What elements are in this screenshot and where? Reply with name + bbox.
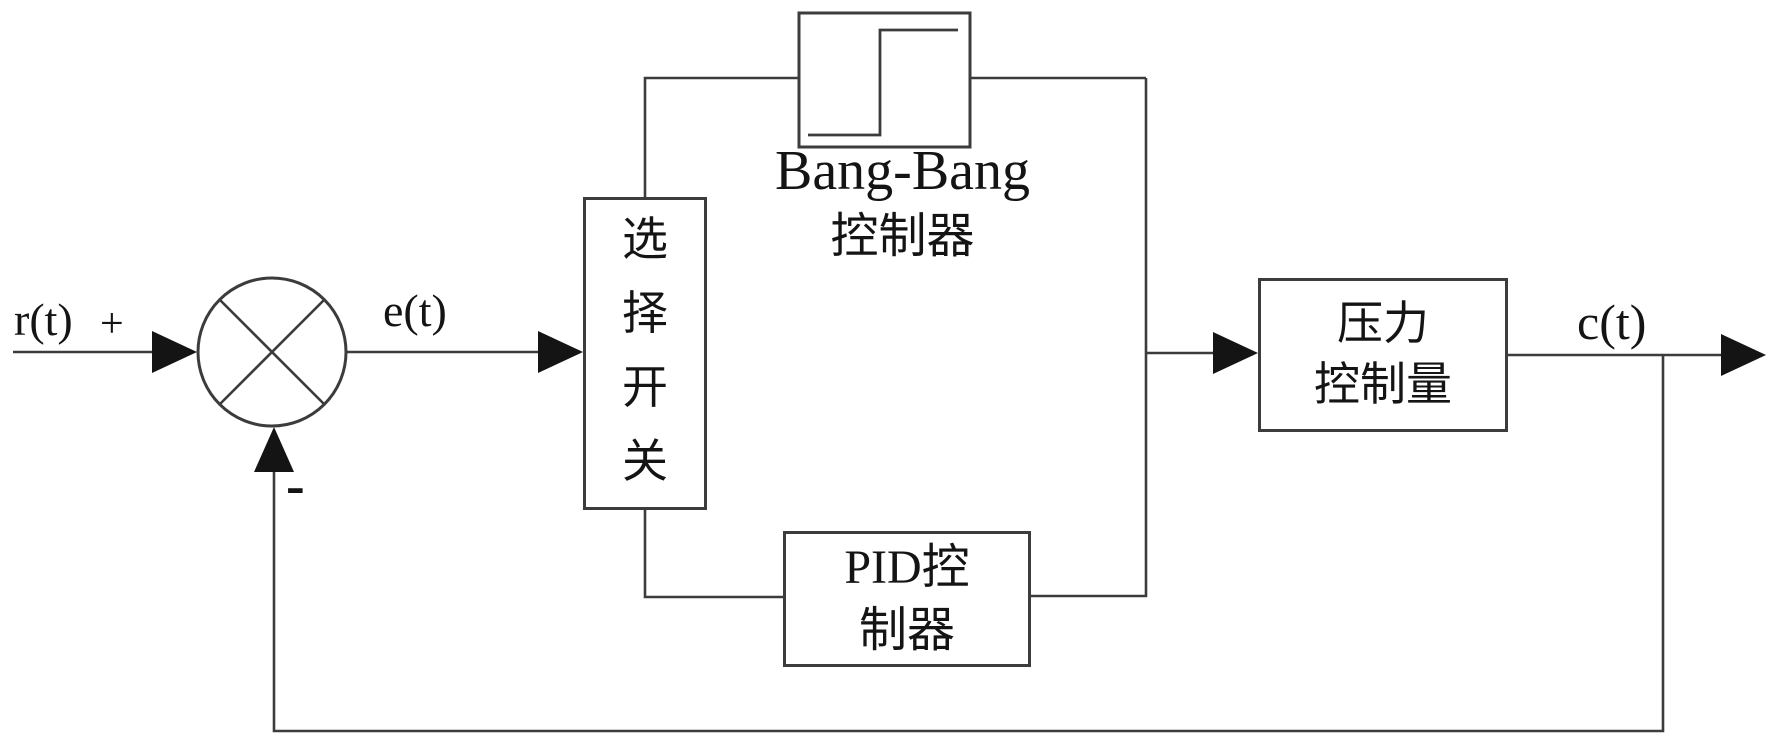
step-function-icon bbox=[808, 28, 958, 137]
summing-plus-sign: + bbox=[100, 301, 124, 347]
error-arrow-icon bbox=[538, 331, 583, 373]
selector-switch-char: 关 bbox=[622, 436, 668, 488]
pressure-plant-label-line1: 压力 bbox=[1337, 298, 1429, 350]
selector-switch-char: 择 bbox=[622, 288, 668, 340]
selector-switch-char: 开 bbox=[622, 362, 668, 414]
selector-switch-block: 选 择 开 关 bbox=[583, 197, 707, 510]
input-signal-label: r(t) bbox=[14, 294, 73, 345]
feedback-wire bbox=[272, 355, 1665, 733]
error-signal-label: e(t) bbox=[383, 285, 447, 336]
output-arrow-icon bbox=[1721, 334, 1766, 376]
feedback-arrow-icon bbox=[254, 427, 294, 472]
bangbang-controller-label: Bang-Bang 控制器 bbox=[730, 143, 1075, 261]
pid-controller-label-line2: 制器 bbox=[858, 604, 955, 657]
input-arrow-icon bbox=[152, 331, 197, 373]
pid-controller-label-line1: PID控 bbox=[844, 540, 970, 594]
plant-input-arrow-icon bbox=[1213, 332, 1258, 374]
pressure-plant-block: 压力 控制量 bbox=[1258, 278, 1508, 432]
bangbang-branch-wire bbox=[643, 76, 799, 197]
bangbang-controller-label-line2: 控制器 bbox=[830, 210, 975, 263]
bangbang-relay-box bbox=[797, 11, 972, 149]
summing-minus-sign: - bbox=[286, 455, 305, 517]
summing-junction-cross-line-2 bbox=[219, 299, 325, 405]
pid-controller-block: PID控 制器 bbox=[783, 531, 1031, 667]
selector-switch-char: 选 bbox=[622, 214, 668, 265]
pressure-plant-label-line2: 控制量 bbox=[1314, 359, 1452, 410]
pid-branch-wire bbox=[643, 510, 783, 599]
bangbang-controller-label-line1: Bang-Bang bbox=[774, 140, 1031, 202]
output-signal-label: c(t) bbox=[1577, 294, 1647, 350]
